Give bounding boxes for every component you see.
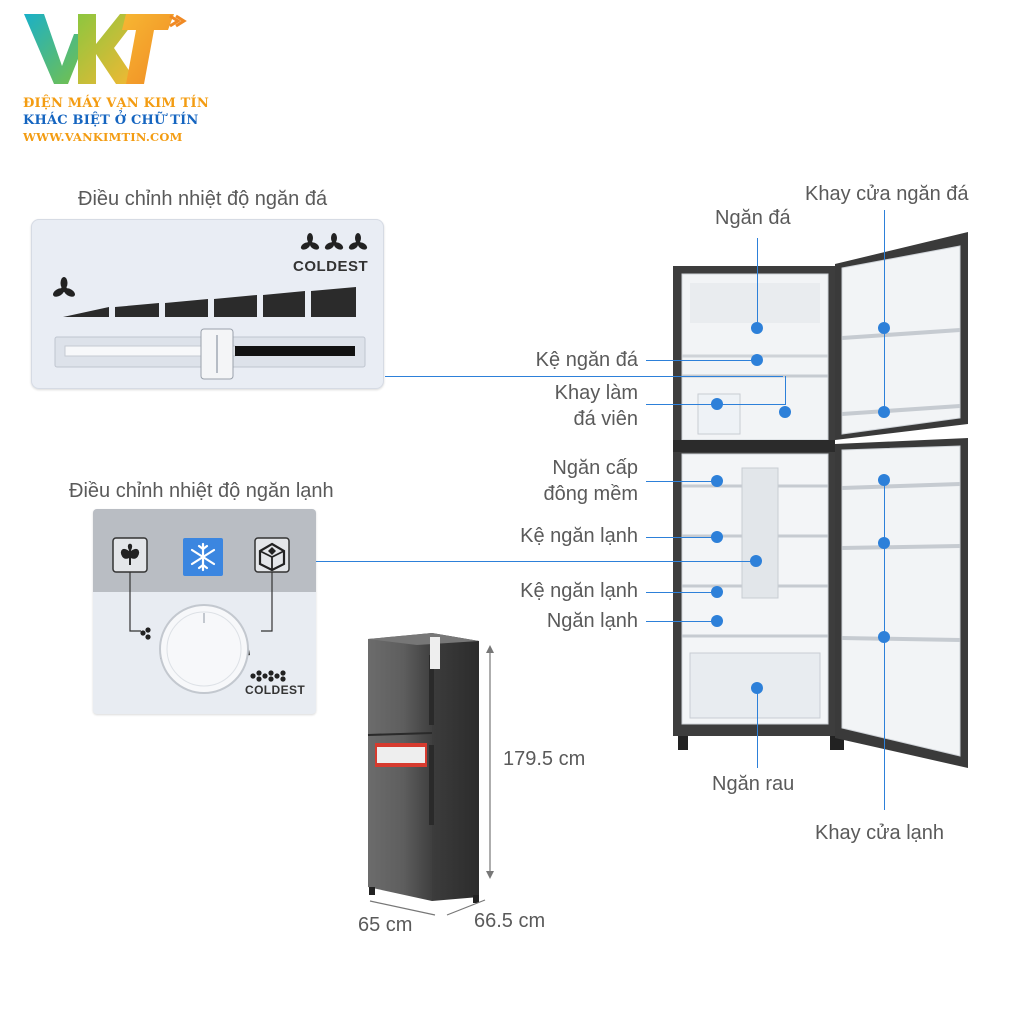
ice-cube-icon [254, 537, 290, 573]
fridge-temperature-dial[interactable] [159, 604, 249, 694]
plant-icon [112, 537, 148, 573]
temperature-level-bars [63, 287, 356, 317]
label-khay-cua-ngan-da: Khay cửa ngăn đá [805, 183, 969, 205]
label-khay-cua-lanh: Khay cửa lạnh [815, 822, 945, 844]
freezer-control-caption: Điều chỉnh nhiệt độ ngăn đá [78, 188, 328, 210]
open-fridge-illustration [673, 232, 968, 768]
label-ngan-lanh: Ngăn lạnh [546, 610, 638, 632]
brand-website: WWW.VANKIMTIN.COM [23, 130, 183, 144]
brand-name: ĐIỆN MÁY VẠN KIM TÍN [23, 96, 209, 111]
label-ngan-rau: Ngăn rau [712, 773, 795, 795]
closed-fridge-illustration [367, 633, 494, 916]
label-khay-lam-da-1: Khay làm [554, 382, 638, 404]
fan-low-icon [53, 277, 75, 297]
brand-slogan: KHÁC BIỆT Ở CHỮ TÍN [23, 113, 199, 128]
height-dimension: 179.5 cm [503, 748, 586, 770]
fan-low-marker [140, 627, 151, 640]
label-khay-lam-da-2: đá viên [573, 408, 639, 430]
depth-dimension: 66.5 cm [474, 910, 546, 932]
fridge-control-panel [93, 509, 316, 714]
width-dimension: 65 cm [358, 914, 413, 936]
label-ke-ngan-da: Kệ ngăn đá [535, 349, 638, 371]
label-ngan-da: Ngăn đá [715, 207, 791, 229]
fan-high-icon [300, 233, 368, 250]
coldest-dial-label: COLDEST [245, 683, 306, 697]
snowflake-icon [183, 538, 223, 576]
freezer-control-panel [31, 219, 384, 389]
label-ngan-cap-dong-1: Ngăn cấp [552, 457, 638, 479]
coldest-label: COLDEST [293, 258, 369, 275]
brand-logo [24, 14, 187, 84]
fan-high-marker [250, 670, 286, 682]
freezer-temperature-slider[interactable] [200, 328, 234, 380]
fridge-control-caption: Điều chỉnh nhiệt độ ngăn lạnh [69, 480, 334, 502]
label-ke-ngan-lanh-2: Kệ ngăn lạnh [520, 580, 638, 602]
label-ngan-cap-dong-2: đông mềm [543, 483, 639, 505]
label-ke-ngan-lanh-1: Kệ ngăn lạnh [520, 525, 638, 547]
